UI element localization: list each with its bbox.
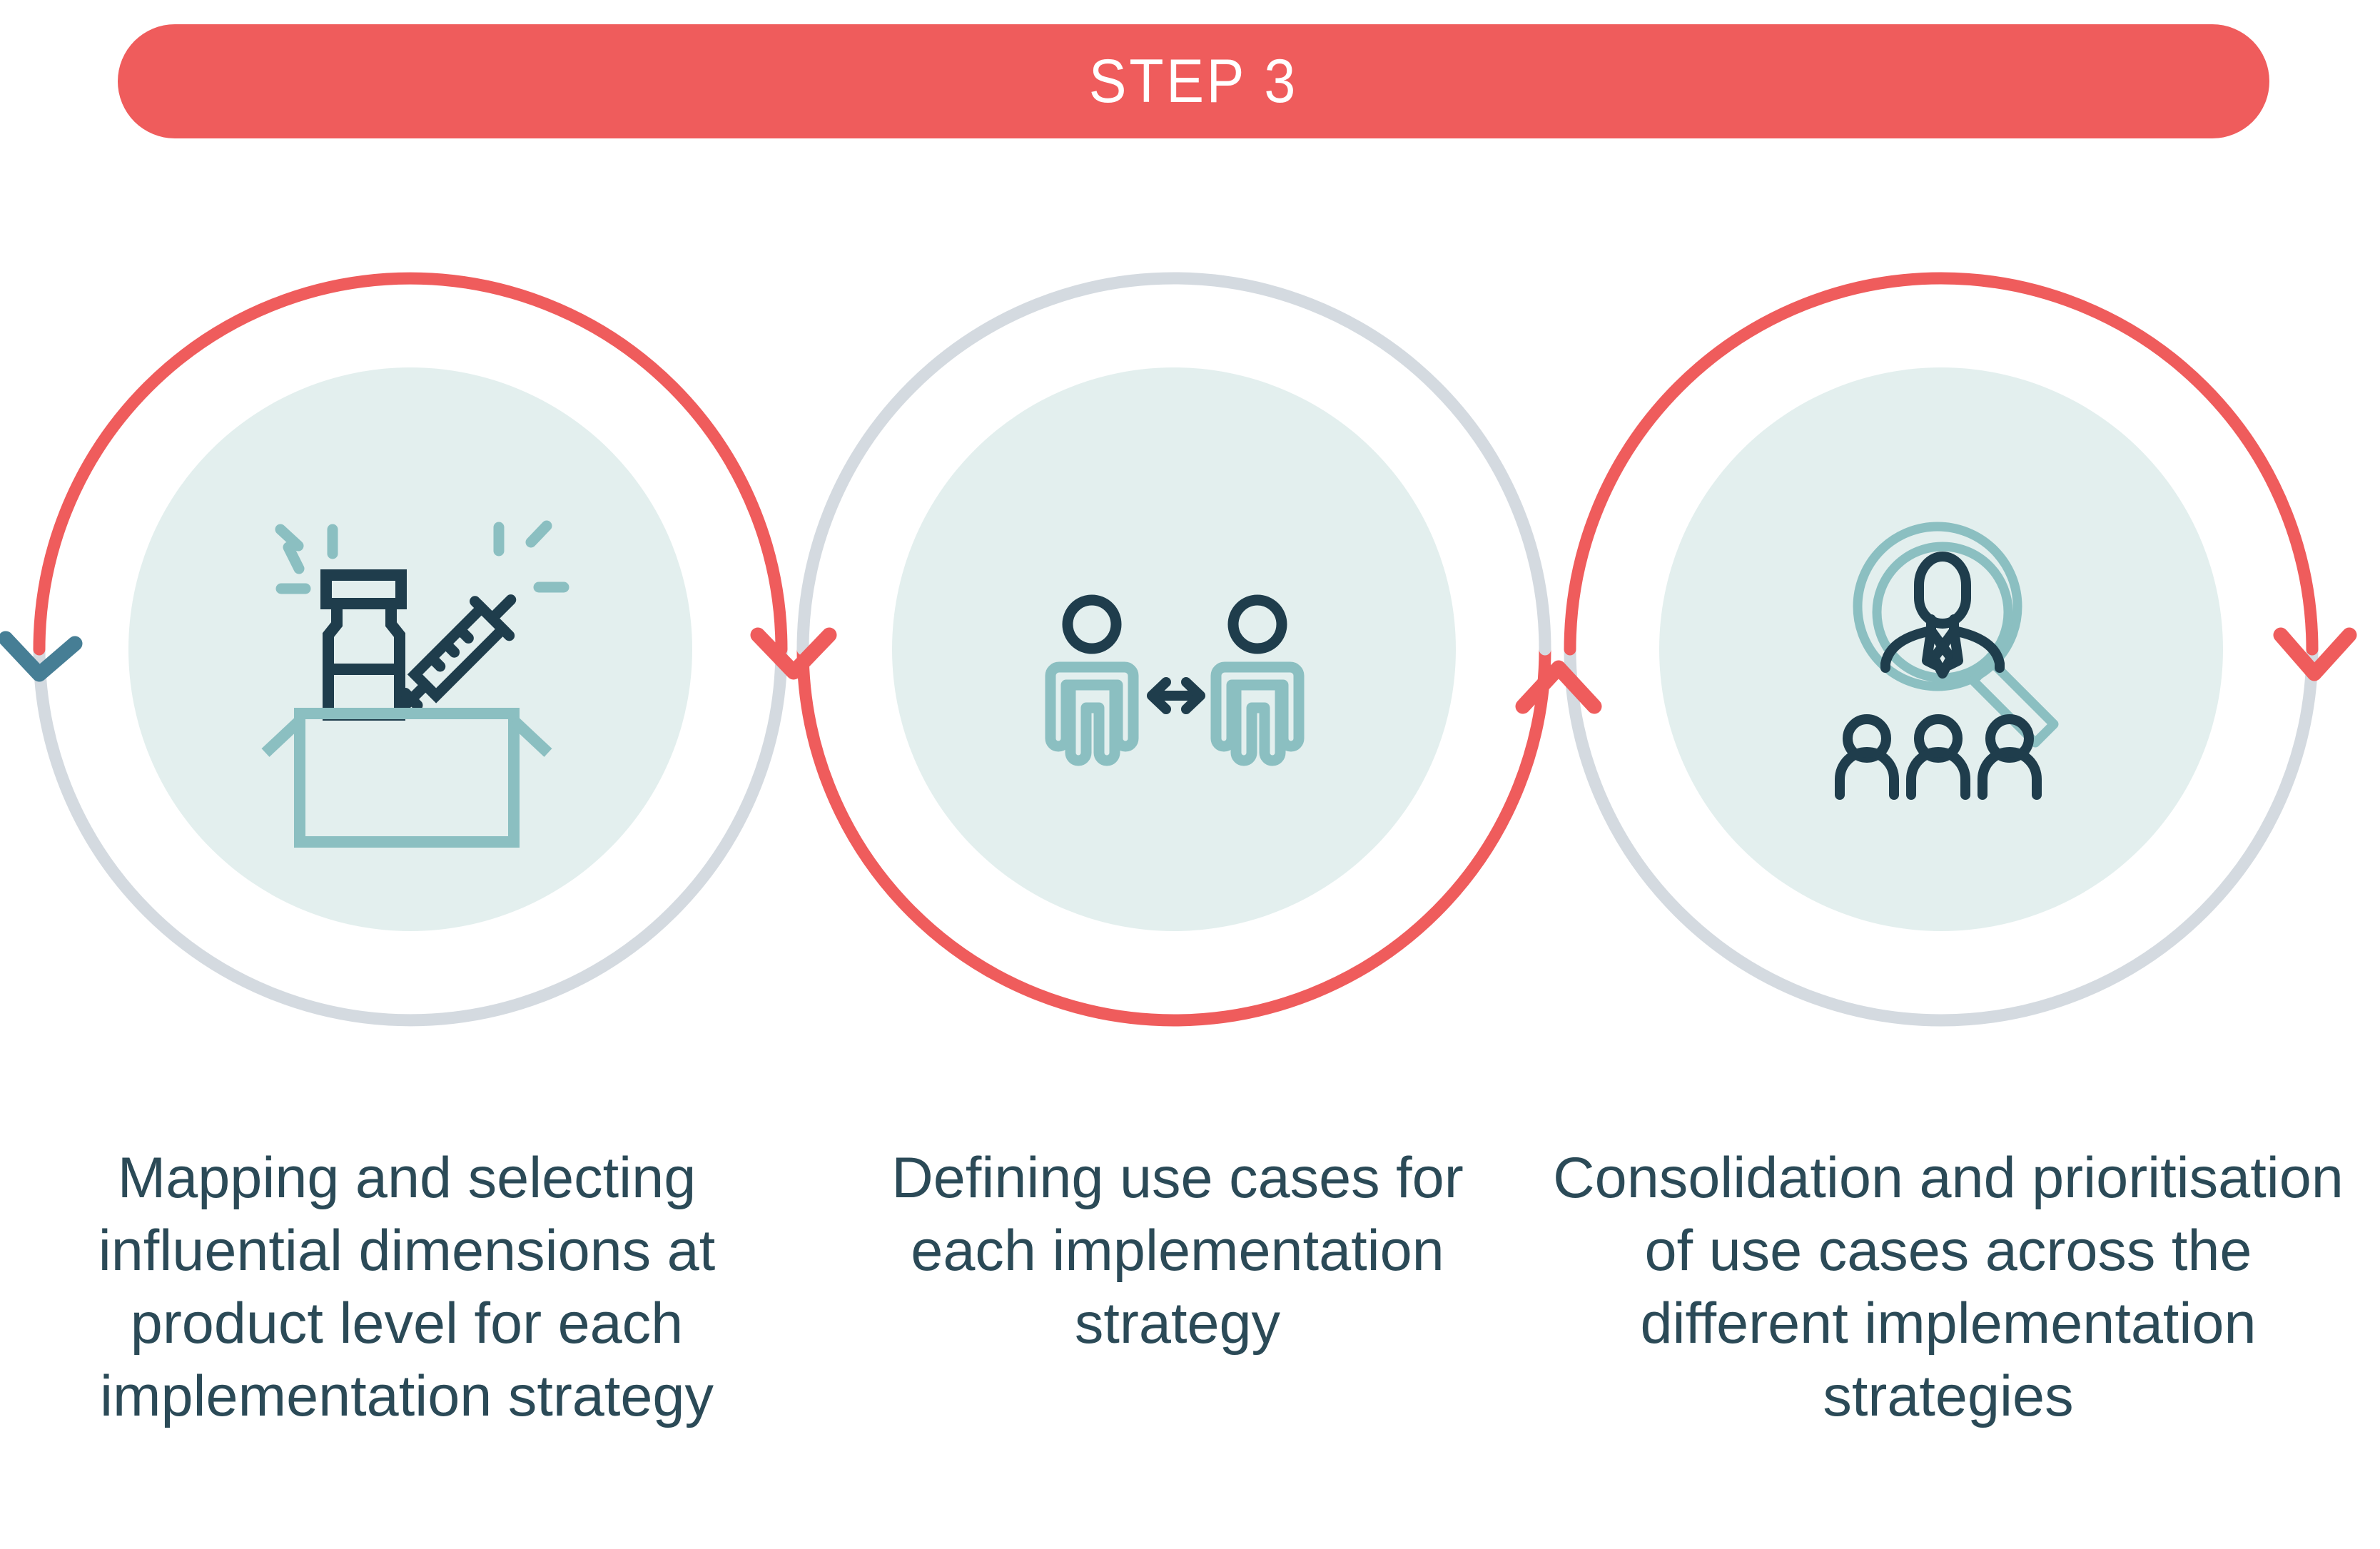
small-person-2	[1906, 714, 1970, 800]
distance-arrow-icon	[1147, 677, 1205, 714]
step-1-caption: Mapping and selecting influential dimens…	[98, 1146, 716, 1429]
step-node-3	[1564, 272, 2319, 1027]
step-2-disc	[892, 367, 1456, 931]
captions-row: Mapping and selecting influential dimens…	[0, 1142, 2380, 1433]
sparkle-lines	[275, 520, 569, 594]
magnifier-person-search-icon	[1835, 522, 2059, 800]
flow-arrow-junction-1-icon	[750, 627, 837, 680]
person-left-body	[1045, 661, 1139, 766]
person-right-head	[1227, 594, 1287, 654]
magnifier-outer-ring	[1853, 522, 2022, 691]
person-left-head	[1062, 594, 1122, 654]
flow-arrow-end-icon	[2273, 627, 2357, 681]
step-3-ring-bottom-arc	[1564, 643, 2319, 1027]
magnifier-inner-ring	[1872, 542, 2013, 683]
vaccine-box-icon	[261, 520, 569, 848]
step-3-caption: Consolidation and prioritisation of use …	[1553, 1146, 2344, 1429]
step-1-ring-top-arc	[33, 272, 788, 656]
people-group	[1835, 714, 2042, 800]
flow-arrow-start-icon	[0, 631, 83, 682]
step-3-disc	[1659, 367, 2223, 931]
suited-person	[1880, 552, 2005, 679]
step-1-ring-bottom-arc	[33, 643, 788, 1027]
person-right-body	[1210, 661, 1305, 766]
small-person-3	[1978, 714, 2042, 800]
step-node-1	[33, 272, 788, 1027]
step-2-caption: Defining use cases for each implementati…	[891, 1146, 1464, 1356]
step-banner-label: STEP 3	[1088, 47, 1299, 116]
open-box	[261, 708, 552, 848]
step-banner: STEP 3	[118, 24, 2269, 138]
small-person-1	[1835, 714, 1899, 800]
vaccine-vial	[320, 569, 407, 721]
step-2-ring-top-arc	[796, 272, 1551, 656]
step-2-ring-bottom-arc	[796, 643, 1551, 1027]
syringe	[393, 594, 517, 718]
step-node-2	[796, 272, 1551, 1027]
step-1-disc	[128, 367, 692, 931]
flow-arrow-junction-2-icon	[1515, 660, 1602, 714]
step-3-ring-top-arc	[1564, 272, 2319, 656]
two-people-distance-icon	[1045, 594, 1305, 766]
magnifier-handle	[1968, 657, 2059, 748]
